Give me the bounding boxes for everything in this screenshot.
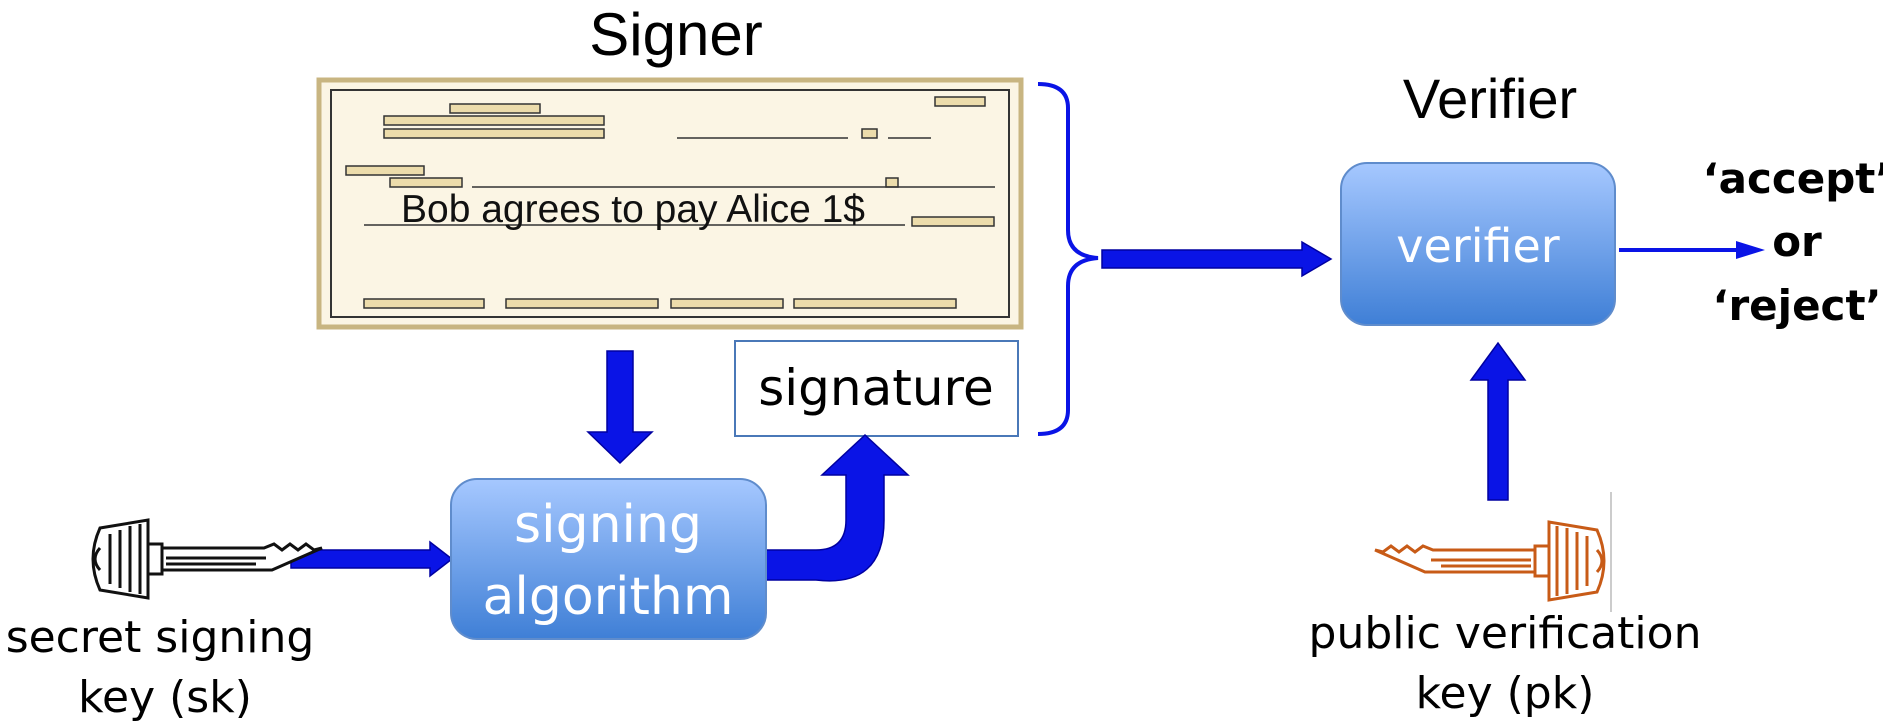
key-icon <box>91 518 323 600</box>
signer-title: Signer <box>589 1 762 68</box>
signature-label: signature <box>758 359 994 417</box>
check-text: Bob agrees to pay Alice 1$ <box>401 188 865 231</box>
grouping-brace <box>1037 82 1099 436</box>
signing-box-line2: algorithm <box>483 567 734 627</box>
output-reject: ‘reject’ <box>1713 281 1882 330</box>
arrow-pk-to-verifier <box>1469 341 1527 501</box>
output-or: or <box>1772 217 1822 266</box>
arrow-message-to-signing <box>586 350 654 465</box>
arrow-to-verifier <box>1101 240 1333 278</box>
secret-key-caption-line1: secret signing <box>6 612 315 663</box>
arrow-verifier-output <box>1619 241 1765 259</box>
key-icon <box>1374 520 1606 602</box>
verifier-box-label: verifier <box>1396 219 1559 273</box>
secret-key-caption-line2: key (sk) <box>78 672 252 723</box>
verifier-box: verifier <box>1340 162 1616 326</box>
signing-algorithm-box: signing algorithm <box>450 478 767 640</box>
arrow-sk-to-signing <box>290 540 454 578</box>
public-key-caption-line1: public verification <box>1309 608 1702 659</box>
signature-box: signature <box>734 340 1019 437</box>
public-key-caption-line2: key (pk) <box>1416 668 1595 719</box>
check-document: Bob agrees to pay Alice 1$ <box>316 77 1024 330</box>
output-accept: ‘accept’ <box>1703 154 1883 203</box>
arrow-signing-to-signature <box>756 433 910 582</box>
verifier-title: Verifier <box>1403 67 1577 130</box>
signing-box-line1: signing <box>514 495 702 555</box>
